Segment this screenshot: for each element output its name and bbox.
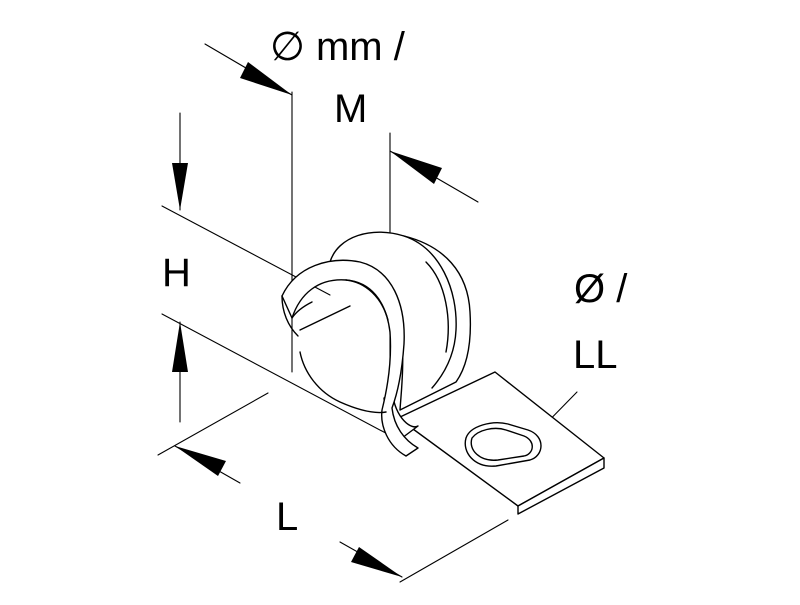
hole-label-line2: LL xyxy=(573,333,618,377)
length-arrow-right xyxy=(351,547,402,577)
diameter-arrow-left xyxy=(240,62,292,95)
height-arrow-top xyxy=(172,163,188,210)
diameter-dimension xyxy=(204,43,479,203)
pipe-clip xyxy=(281,231,605,515)
length-label: L xyxy=(276,495,298,539)
diameter-label-line2: M xyxy=(334,87,367,131)
height-arrow-bottom xyxy=(172,322,188,372)
hole-label-line1: Ø / xyxy=(574,267,628,311)
mounting-hole xyxy=(464,422,542,467)
height-dimension xyxy=(172,112,188,423)
extension-lines xyxy=(157,91,578,583)
diameter-arrow-right xyxy=(390,151,442,184)
length-arrow-left xyxy=(175,446,226,476)
diameter-label-line1: ∅ mm / xyxy=(270,25,406,69)
length-dimension xyxy=(174,445,403,578)
height-label: H xyxy=(162,251,191,295)
labels: ∅ mm / M H L Ø / LL xyxy=(162,25,628,539)
